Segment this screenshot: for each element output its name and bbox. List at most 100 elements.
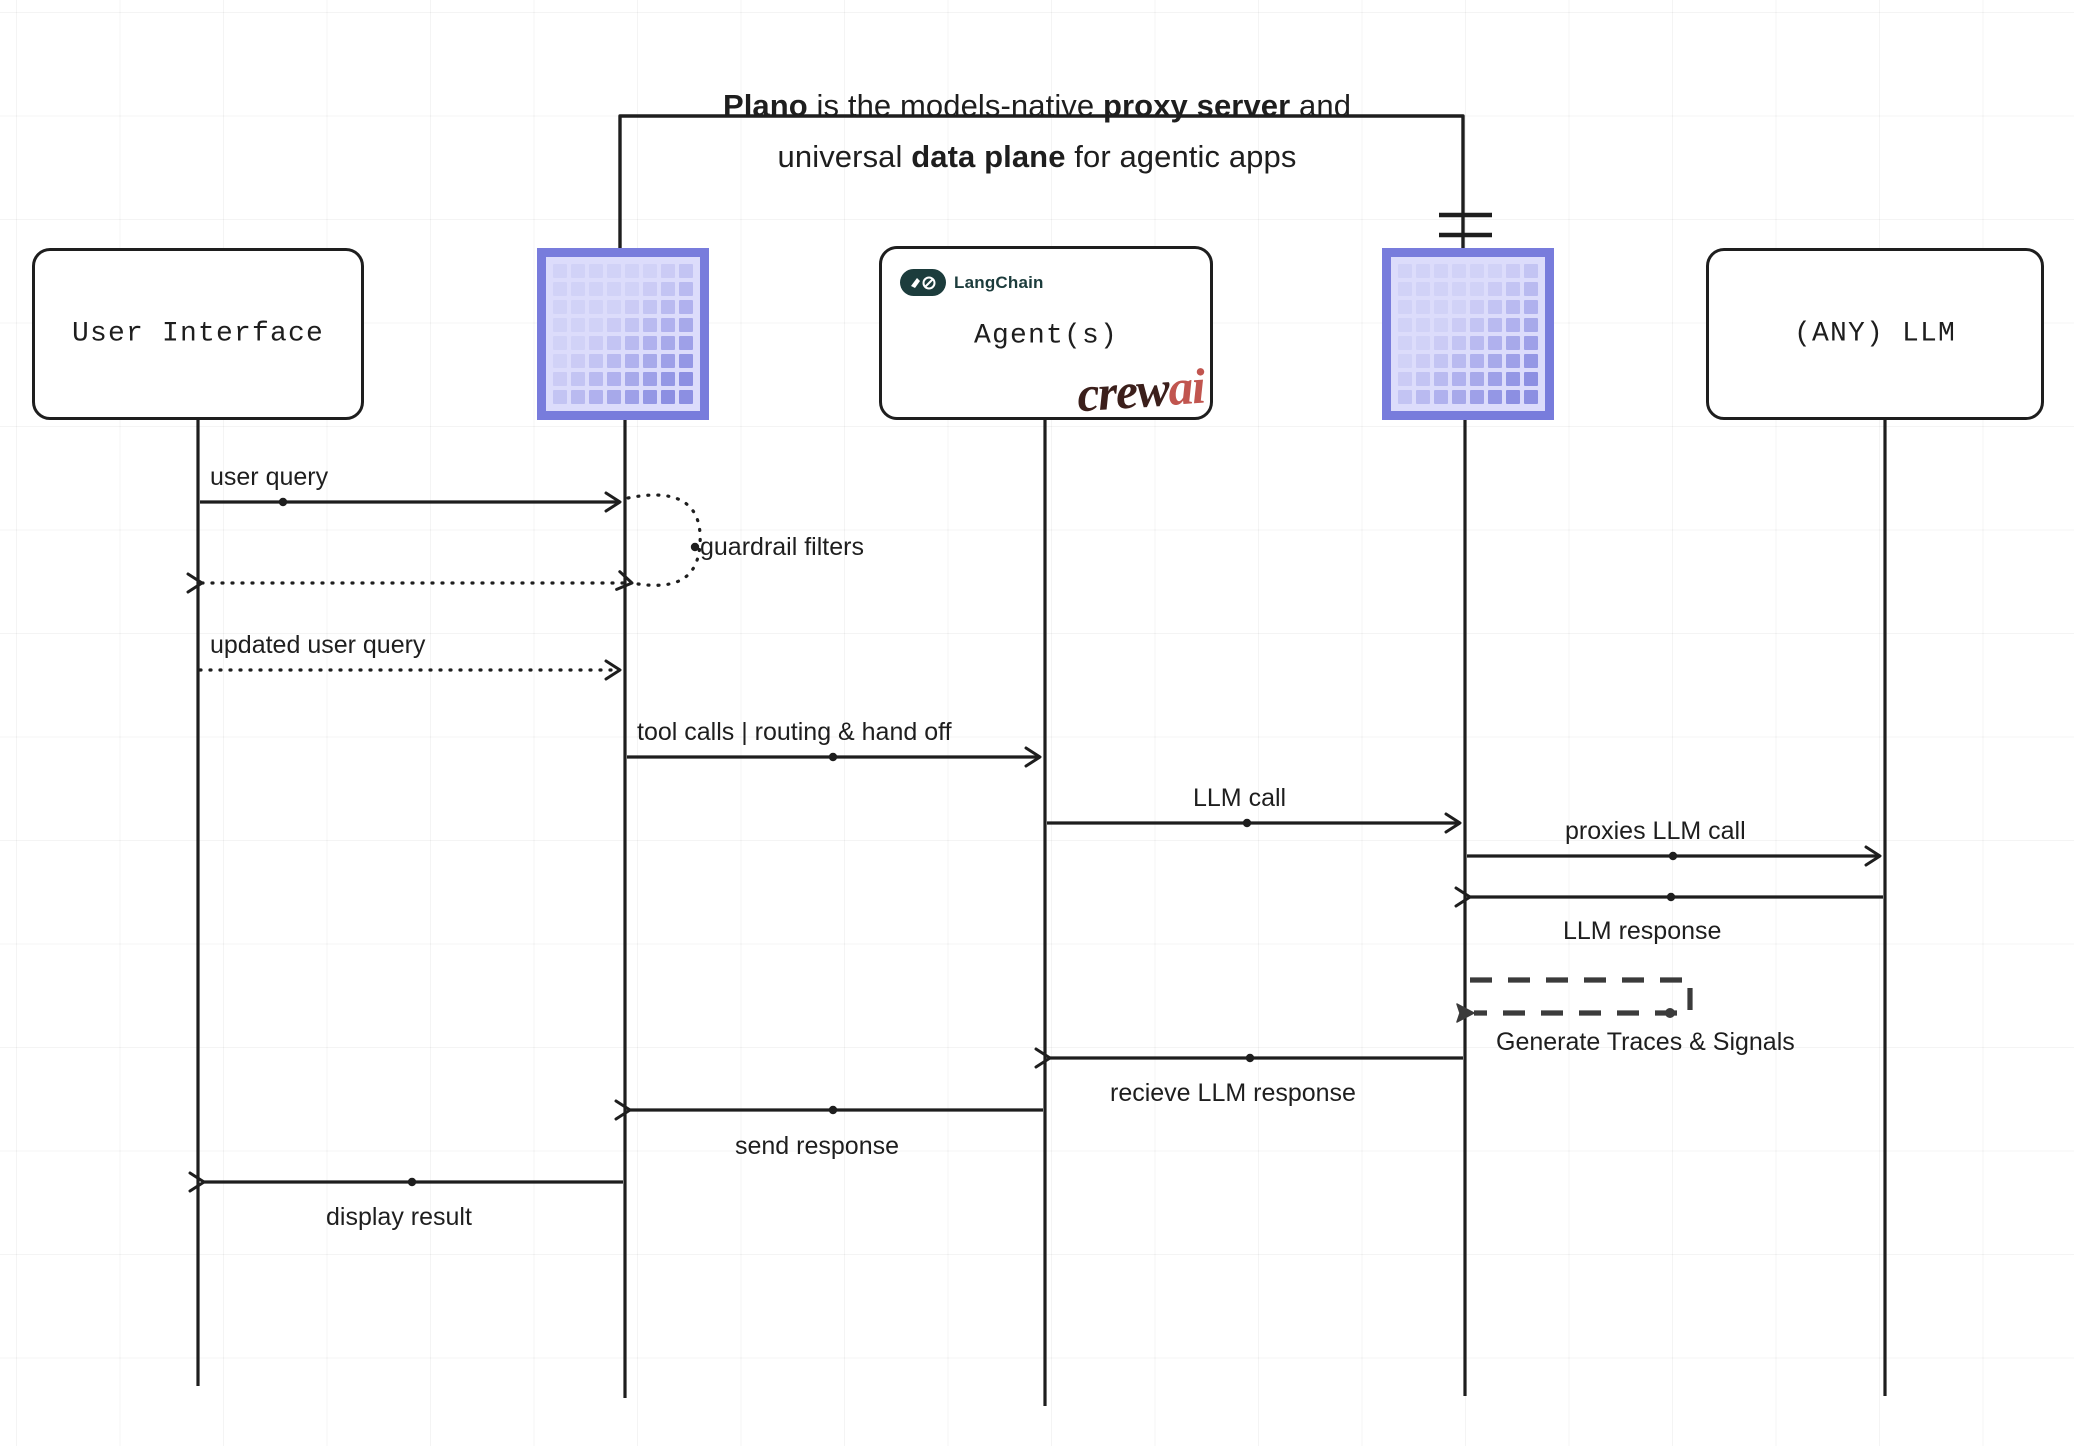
langchain-parrot-icon — [911, 276, 936, 289]
plano-icon-cell — [1434, 390, 1448, 404]
plano-icon-cell — [1416, 300, 1430, 314]
plano-icon-cell — [1488, 336, 1502, 350]
plano-grid-icon-right — [1391, 257, 1545, 411]
plano-icon-cell — [1416, 336, 1430, 350]
plano-icon-cell — [1398, 336, 1412, 350]
plano-icon-cell — [1398, 372, 1412, 386]
participant-plano-left[interactable] — [537, 248, 709, 420]
plano-icon-cell — [607, 372, 621, 386]
arrow-llm-response-dot — [1666, 892, 1676, 902]
plano-icon-cell — [625, 264, 639, 278]
plano-icon-cell — [1470, 372, 1484, 386]
plano-icon-cell — [1488, 354, 1502, 368]
plano-icon-cell — [679, 354, 693, 368]
plano-icon-cell — [1434, 372, 1448, 386]
plano-icon-cell — [643, 318, 657, 332]
crewai-logo-main: crew — [1074, 359, 1171, 423]
plano-icon-cell — [679, 390, 693, 404]
plano-icon-cell — [589, 372, 603, 386]
plano-icon-cell — [661, 318, 675, 332]
plano-icon-cell — [607, 354, 621, 368]
plano-icon-cell — [553, 318, 567, 332]
plano-icon-cell — [571, 264, 585, 278]
plano-icon-cell — [589, 336, 603, 350]
participant-any-llm[interactable]: (ANY) LLM — [1706, 248, 2044, 420]
plano-icon-cell — [589, 282, 603, 296]
plano-icon-cell — [1452, 300, 1466, 314]
plano-icon-cell — [1488, 300, 1502, 314]
arrow-recieve-llm-response-dot — [1245, 1053, 1255, 1063]
participant-user-interface[interactable]: User Interface — [32, 248, 364, 420]
plano-icon-cell — [1506, 336, 1520, 350]
plano-icon-cell — [643, 372, 657, 386]
plano-icon-cell — [1470, 354, 1484, 368]
plano-icon-cell — [1416, 390, 1430, 404]
plano-icon-cell — [1398, 318, 1412, 332]
message-label-proxies-llm-call: proxies LLM call — [1565, 817, 1746, 845]
arrow-guardrail-dot — [690, 542, 700, 552]
plano-icon-cell — [1452, 282, 1466, 296]
plano-icon-cell — [625, 372, 639, 386]
plano-icon-cell — [625, 336, 639, 350]
participant-label-user-interface: User Interface — [71, 318, 325, 350]
plano-icon-cell — [625, 390, 639, 404]
arrow-llm-call-dot — [1242, 818, 1252, 828]
plano-icon-cell — [661, 282, 675, 296]
plano-icon-cell — [661, 336, 675, 350]
arrow-generate-traces-dot — [1665, 1008, 1675, 1018]
plano-icon-cell — [661, 372, 675, 386]
plano-icon-cell — [1452, 336, 1466, 350]
plano-icon-cell — [679, 372, 693, 386]
plano-icon-cell — [1398, 354, 1412, 368]
plano-icon-cell — [1416, 354, 1430, 368]
arrow-guardrail-filters — [615, 493, 702, 591]
plano-icon-cell — [643, 300, 657, 314]
plano-icon-cell — [1524, 300, 1538, 314]
langchain-logo: LangChain — [900, 269, 1044, 296]
plano-icon-cell — [643, 390, 657, 404]
title-text-3: universal — [777, 139, 912, 174]
plano-icon-cell — [1506, 264, 1520, 278]
plano-icon-cell — [571, 318, 585, 332]
plano-icon-cell — [1470, 318, 1484, 332]
plano-icon-cell — [1398, 282, 1412, 296]
plano-icon-cell — [1506, 318, 1520, 332]
plano-icon-cell — [1434, 300, 1448, 314]
plano-icon-cell — [1524, 264, 1538, 278]
message-label-llm-call: LLM call — [1193, 784, 1287, 812]
arrow-display-result-dot — [407, 1177, 417, 1187]
plano-icon-cell — [1398, 264, 1412, 278]
plano-icon-cell — [1488, 390, 1502, 404]
plano-icon-cell — [625, 354, 639, 368]
plano-grid-icon-left — [546, 257, 700, 411]
plano-icon-cell — [553, 390, 567, 404]
message-label-send-response: send response — [735, 1132, 900, 1160]
plano-icon-cell — [1452, 390, 1466, 404]
plano-icon-cell — [679, 264, 693, 278]
plano-icon-cell — [607, 282, 621, 296]
plano-icon-cell — [571, 282, 585, 296]
plano-icon-cell — [1470, 282, 1484, 296]
diagram-title-line-2: universal data plane for agentic apps — [0, 131, 2074, 182]
plano-icon-cell — [607, 300, 621, 314]
plano-icon-cell — [1434, 264, 1448, 278]
plano-icon-cell — [661, 390, 675, 404]
plano-icon-cell — [607, 390, 621, 404]
plano-icon-cell — [661, 264, 675, 278]
plano-icon-cell — [1506, 282, 1520, 296]
plano-icon-cell — [553, 300, 567, 314]
plano-icon-cell — [1416, 282, 1430, 296]
plano-icon-cell — [589, 300, 603, 314]
plano-icon-cell — [1524, 372, 1538, 386]
plano-icon-cell — [1416, 372, 1430, 386]
crewai-logo: crewai — [1074, 357, 1207, 424]
participant-agents[interactable]: LangChain Agent(s) crewai — [879, 246, 1213, 424]
crewai-logo-accent: ai — [1165, 357, 1207, 417]
plano-icon-cell — [643, 354, 657, 368]
message-label-display-result: display result — [326, 1203, 472, 1231]
participant-plano-right[interactable] — [1382, 248, 1554, 420]
plano-icon-cell — [1434, 318, 1448, 332]
plano-icon-cell — [553, 372, 567, 386]
